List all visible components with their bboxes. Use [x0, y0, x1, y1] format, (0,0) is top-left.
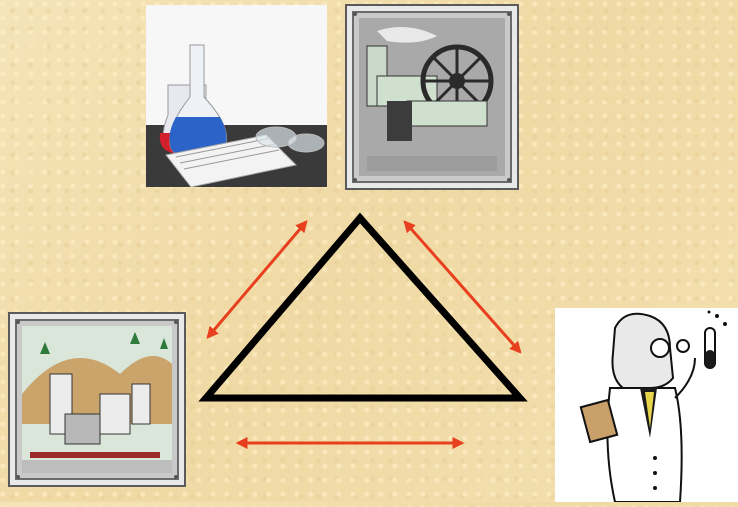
central-triangle	[206, 218, 520, 398]
arrow-left	[208, 222, 306, 337]
